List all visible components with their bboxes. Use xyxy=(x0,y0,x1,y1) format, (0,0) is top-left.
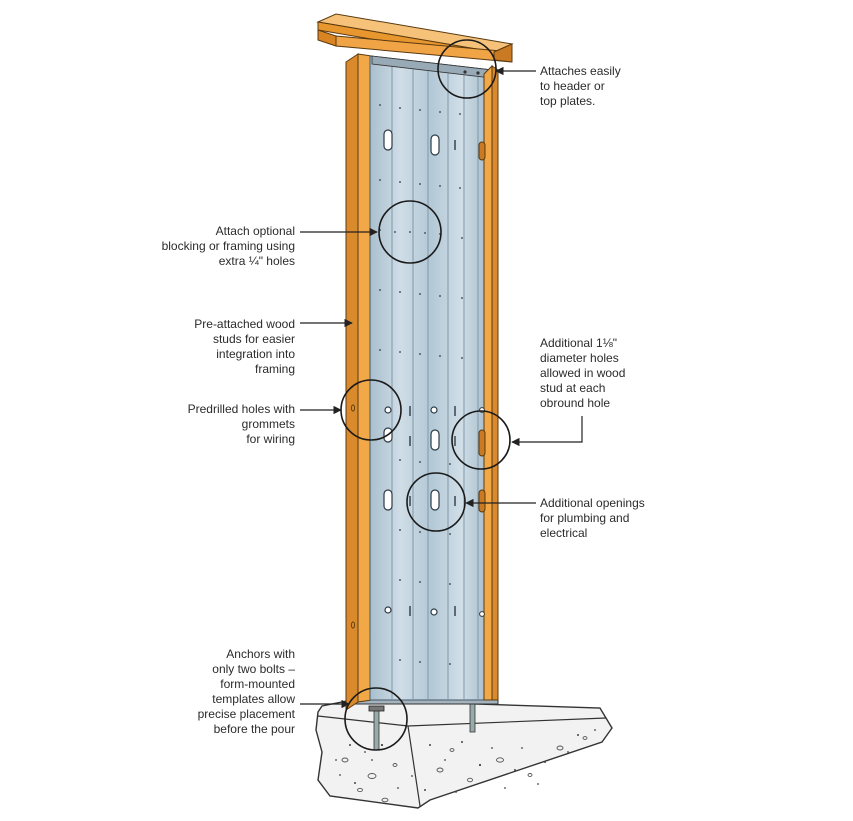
detail-circle-anchors xyxy=(344,687,408,751)
top-plates xyxy=(316,13,514,63)
concrete-foundation xyxy=(315,699,613,809)
detail-circle-diameter xyxy=(451,410,511,470)
callout-anchors: Anchors with only two bolts – form-mount… xyxy=(197,647,295,736)
callout-openings: Additional openings for plumbing and ele… xyxy=(540,496,645,540)
right-wood-stud xyxy=(478,64,499,701)
detail-circle-openings xyxy=(406,472,466,532)
left-wood-stud xyxy=(345,53,373,711)
leader-lines xyxy=(300,66,583,709)
callout-blocking: Attach optional blocking or framing usin… xyxy=(161,224,295,268)
callout-header-plates: Attaches easily to header or top plates. xyxy=(540,64,621,108)
callout-wood-studs: Pre-attached wood studs for easier integ… xyxy=(194,317,295,376)
steel-panel xyxy=(369,55,493,701)
detail-circle-blocking xyxy=(378,200,442,264)
callout-diameter-holes: Additional 1⅛" diameter holes allowed in… xyxy=(540,336,626,410)
callout-grommets: Predrilled holes with grommets for wirin… xyxy=(187,402,295,446)
